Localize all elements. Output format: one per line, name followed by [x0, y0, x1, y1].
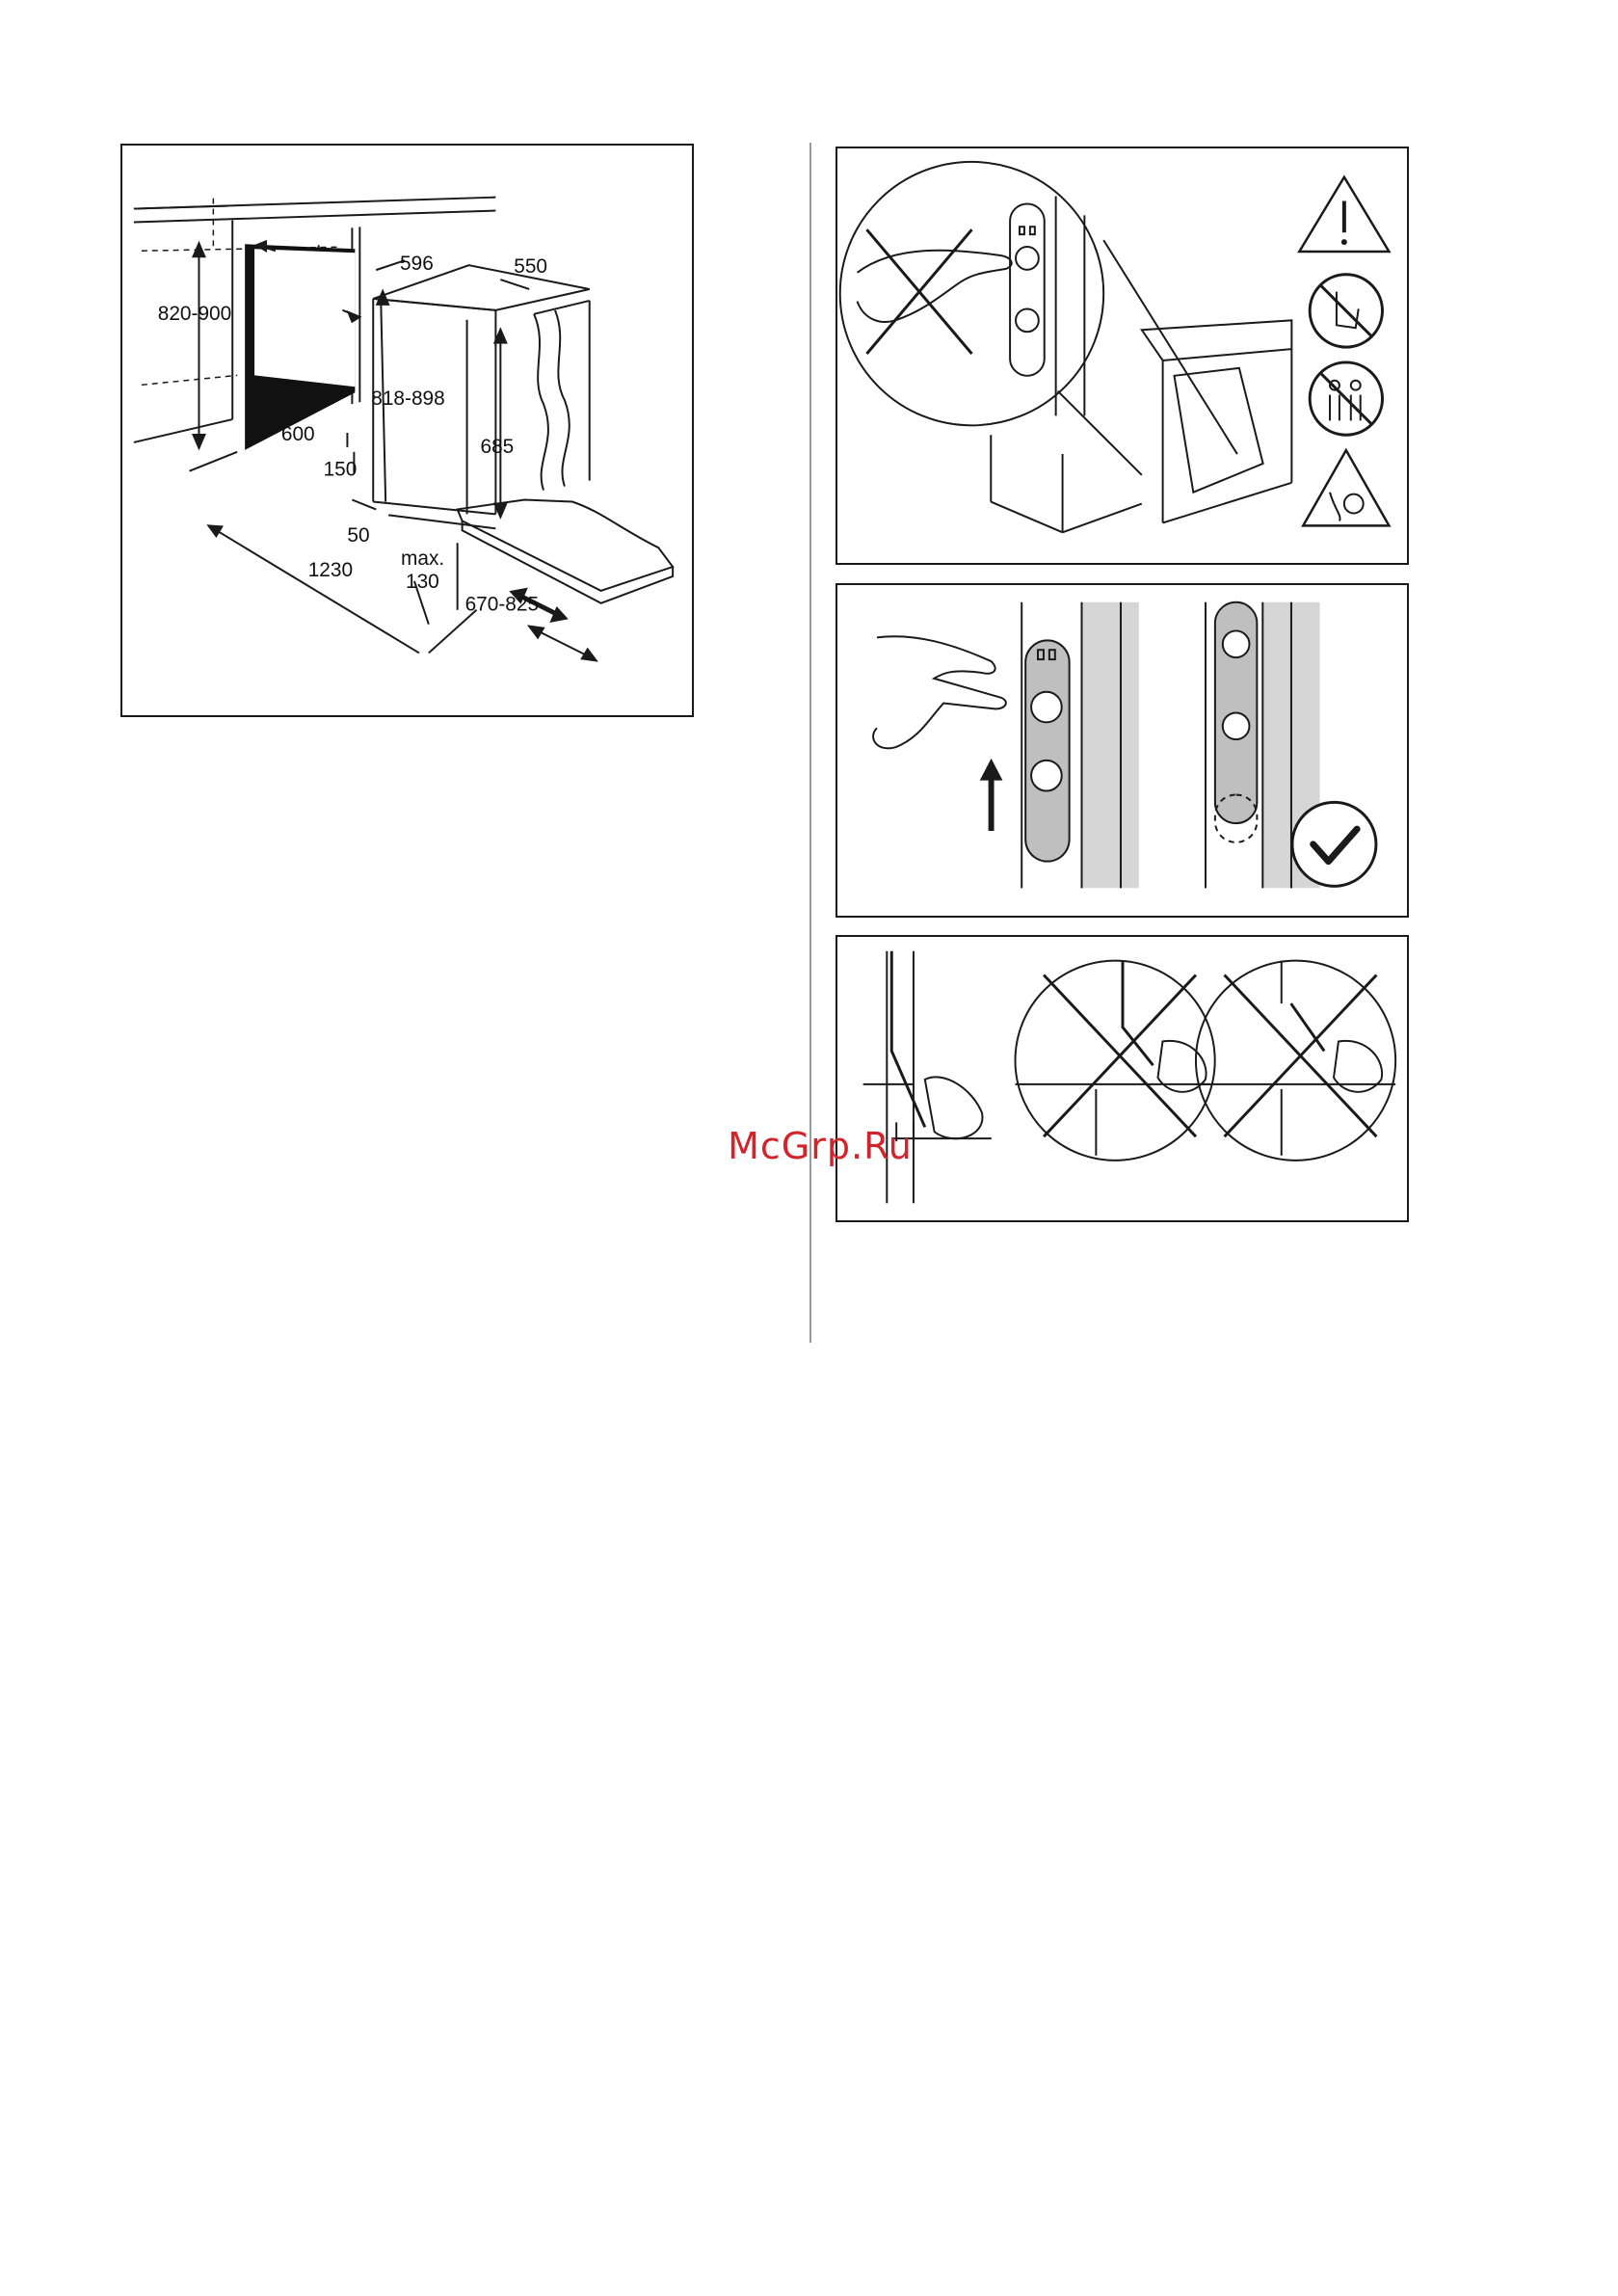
warning-triangle-icon	[1299, 177, 1389, 252]
dim-820-900: 820-900	[158, 303, 232, 325]
no-children-icon	[1310, 362, 1382, 435]
warning-panel	[836, 147, 1409, 565]
pinch-hazard-icon	[1303, 450, 1389, 525]
installation-dimensions-diagram: 820-900 596 550 818-898 600 685 150 50 1…	[120, 144, 694, 717]
dim-max: max.	[401, 547, 444, 570]
dim-550: 550	[514, 255, 547, 278]
warning-drawing	[837, 148, 1407, 563]
dim-596: 596	[400, 253, 434, 275]
tool-drawing	[837, 937, 1407, 1220]
dim-600: 600	[281, 423, 315, 445]
dim-685: 685	[480, 436, 514, 458]
button-drawing	[837, 585, 1407, 916]
dim-670-825: 670-825	[465, 594, 539, 616]
button-instruction-panel	[836, 583, 1409, 918]
dim-130: 130	[406, 571, 439, 593]
dim-50: 50	[347, 524, 369, 547]
tool-instruction-panel	[836, 935, 1409, 1222]
watermark: McGrp.Ru	[719, 1125, 921, 1167]
dim-150: 150	[324, 459, 358, 481]
dim-818-898: 818-898	[371, 387, 445, 410]
dimensions-drawing: 820-900 596 550 818-898 600 685 150 50 1…	[122, 146, 692, 715]
up-arrow-icon	[980, 759, 1003, 831]
no-touch-hand-icon	[1310, 275, 1382, 347]
dim-1230: 1230	[308, 559, 353, 581]
check-icon	[1292, 802, 1376, 886]
